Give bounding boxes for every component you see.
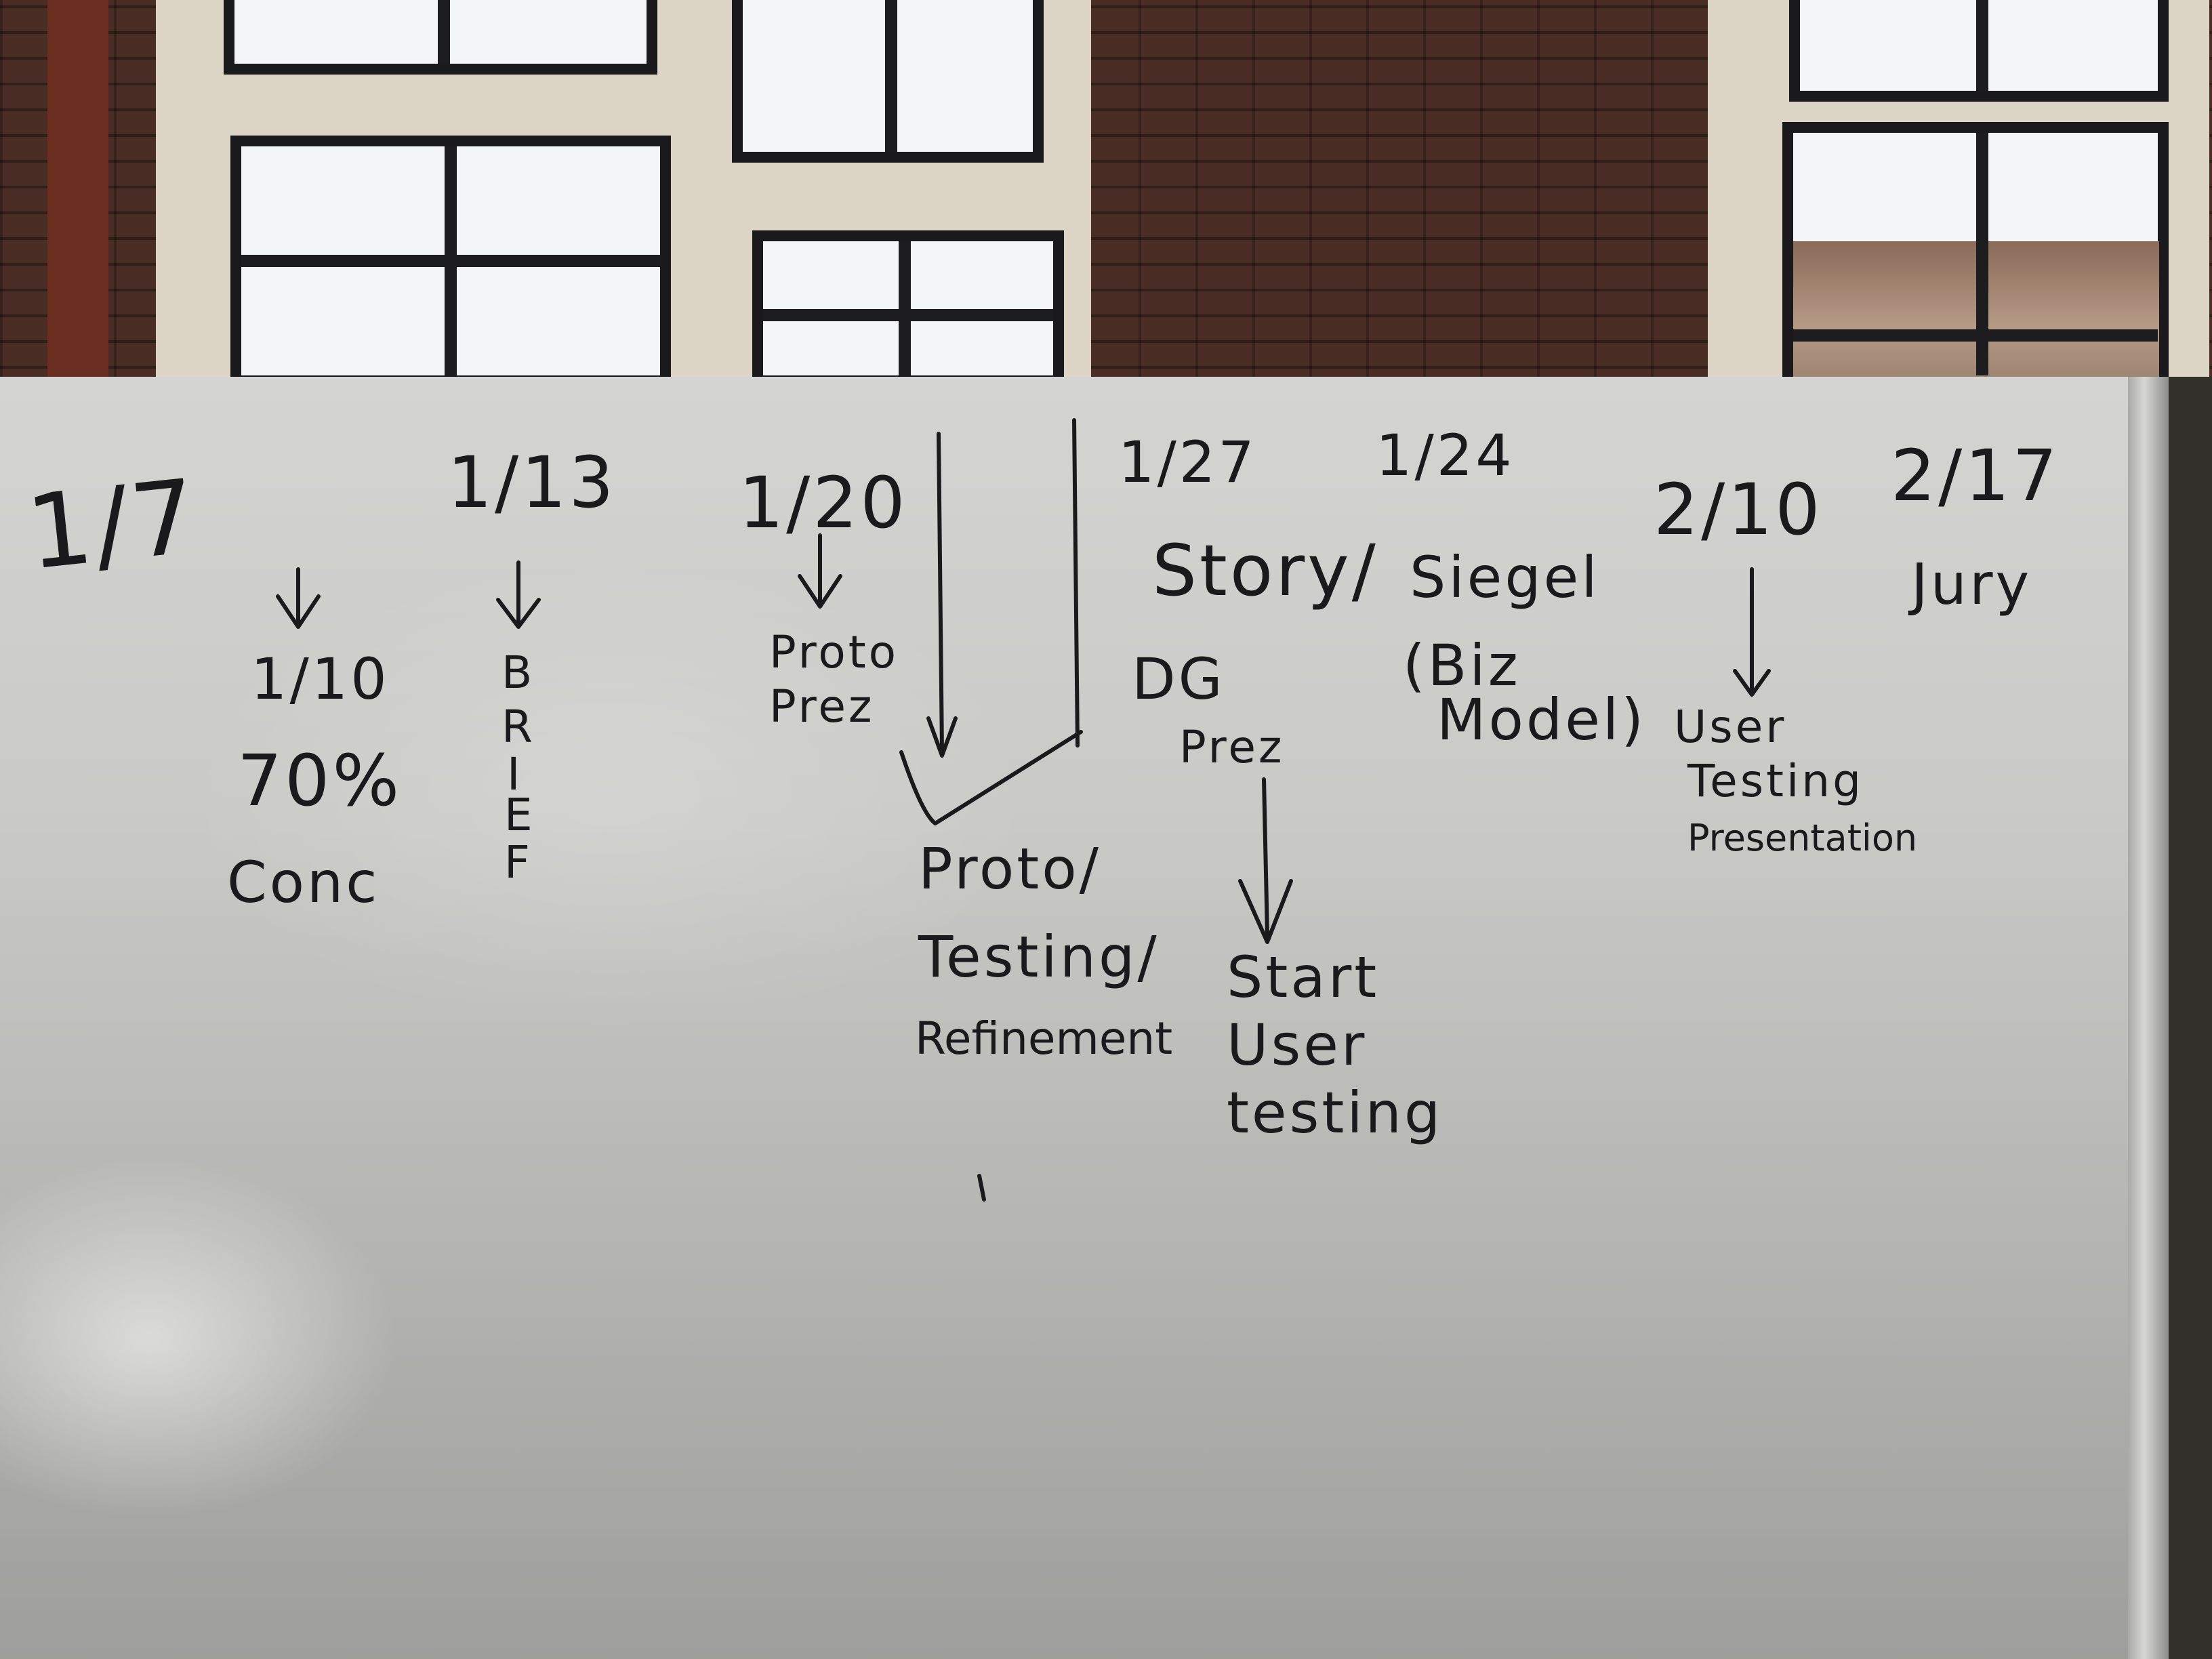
note-biz: (Biz bbox=[1403, 632, 1521, 699]
window-lower-mid bbox=[752, 230, 1064, 386]
note-brief-b: B bbox=[501, 647, 535, 699]
note-proto-testing-1: Proto/ bbox=[918, 836, 1101, 902]
note-user-2: User bbox=[1674, 701, 1787, 753]
window-upper-mid bbox=[732, 0, 1044, 163]
note-testing: testing bbox=[1227, 1080, 1443, 1146]
window-lower-left bbox=[230, 136, 671, 386]
note-jury: Jury bbox=[1911, 551, 2032, 617]
date-1-20: 1/20 bbox=[739, 462, 908, 544]
note-brief-i: I bbox=[507, 748, 523, 800]
wall-column-left bbox=[47, 0, 108, 380]
date-1-7: 1/7 bbox=[21, 457, 205, 593]
note-prez: Prez bbox=[769, 680, 875, 733]
window-mullion bbox=[763, 309, 1053, 321]
note-presentation: Presentation bbox=[1687, 817, 1918, 859]
note-dg-prez: Prez bbox=[1179, 721, 1285, 773]
note-model: Model) bbox=[1437, 687, 1646, 753]
background-shadow bbox=[2169, 377, 2212, 1659]
note-brief-r: R bbox=[501, 701, 535, 753]
date-2-10: 2/10 bbox=[1654, 468, 1823, 551]
note-brief-e: E bbox=[504, 789, 535, 841]
window-lower-right bbox=[1782, 122, 2169, 386]
note-1-10: 1/10 bbox=[251, 646, 390, 712]
window-mullion bbox=[899, 241, 911, 375]
window-mullion bbox=[438, 0, 450, 64]
date-1-27: 1/27 bbox=[1118, 429, 1257, 495]
window-upper-right bbox=[1789, 0, 2169, 102]
note-proto: Proto bbox=[769, 626, 899, 678]
note-user: User bbox=[1227, 1012, 1368, 1078]
note-testing-2: Testing bbox=[1687, 755, 1864, 807]
date-1-24: 1/24 bbox=[1376, 422, 1515, 489]
window-mullion bbox=[1793, 329, 2158, 342]
note-siegel: Siegel bbox=[1410, 544, 1600, 611]
note-proto-testing-3: Refinement bbox=[915, 1012, 1173, 1065]
date-2-17: 2/17 bbox=[1891, 434, 2060, 517]
note-brief-f: F bbox=[504, 836, 533, 888]
window-mullion bbox=[241, 255, 660, 267]
note-70-percent: 70% bbox=[237, 739, 403, 822]
note-dg: DG bbox=[1132, 646, 1225, 712]
window-mullion bbox=[885, 0, 897, 152]
note-story: Story/ bbox=[1152, 529, 1378, 612]
note-conc: Conc bbox=[227, 849, 380, 916]
date-1-13: 1/13 bbox=[447, 441, 617, 524]
window-upper-left bbox=[224, 0, 657, 75]
window-mullion bbox=[1976, 0, 1988, 91]
whiteboard-frame-edge bbox=[2128, 377, 2169, 1659]
window-mullion bbox=[1976, 133, 1988, 375]
note-proto-testing-2: Testing/ bbox=[918, 924, 1160, 990]
note-start: Start bbox=[1227, 944, 1380, 1010]
